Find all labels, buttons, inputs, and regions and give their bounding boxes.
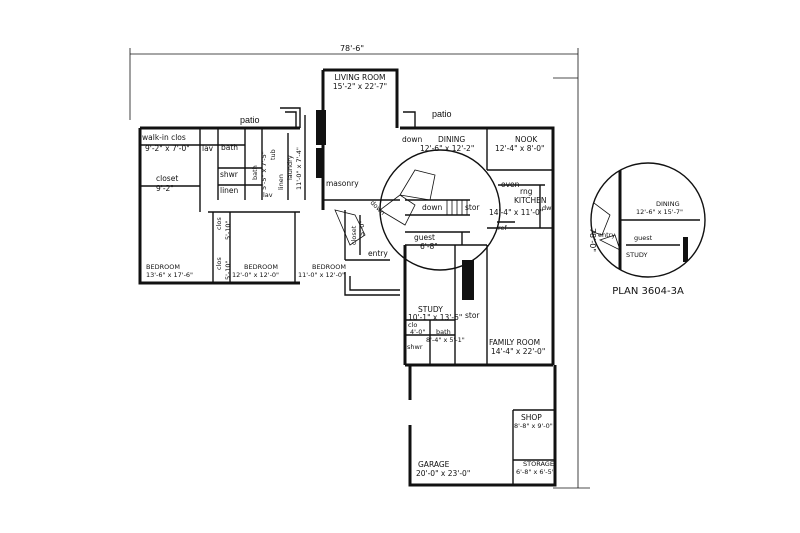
overall-depth-label: 78'-0": [588, 228, 597, 252]
nook-size: 12'-4" x 8'-0": [495, 144, 545, 153]
masonry-circle: [334, 149, 501, 271]
study-size: 10'-1" x 13'-6": [408, 313, 462, 322]
down-mid-label: down: [422, 203, 442, 212]
overall-width-label: 78'-6": [340, 44, 364, 53]
laundry-label: laundry: [286, 155, 294, 180]
bath-small-label: bath: [251, 165, 259, 180]
clo-label: clo: [408, 321, 417, 329]
linen-left-label: linen: [220, 186, 239, 195]
tub-label: tub: [269, 149, 277, 160]
inset-dining-size: 12'-6" x 15'-7": [636, 208, 683, 216]
entry-label: entry: [368, 249, 388, 258]
shop-label: SHOP: [521, 413, 542, 422]
fireplaces: [316, 110, 474, 300]
shwr-study-label: shwr: [407, 343, 423, 351]
closet-entry-label: closet: [350, 225, 358, 245]
stor-mid-label: stor: [465, 203, 480, 212]
nook-label: NOOK: [515, 135, 538, 144]
closet-master-size: 9'-2": [156, 184, 174, 193]
guest-size: 6'-8": [420, 242, 438, 251]
dw-label: dw: [542, 204, 552, 212]
lav-mid-label: lav: [263, 191, 273, 199]
dining-label: DINING: [438, 135, 465, 144]
clos-bed2-size: 5'-10": [224, 220, 232, 240]
bedroom-2-size: 12'-0" x 12'-0": [232, 271, 279, 279]
down-stair-label: down: [369, 199, 387, 217]
clo-size: 4'-0": [410, 328, 425, 336]
garage-label: GARAGE: [418, 460, 450, 469]
bath-main-label: bath: [221, 143, 238, 152]
dining-size: 12'-6" x 12'-2": [420, 144, 474, 153]
closet-master-label: closet: [156, 174, 178, 183]
guest-label: guest: [414, 233, 435, 242]
inset-entry-label: entry: [598, 231, 615, 239]
garage-size: 20'-0" x 23'-0": [416, 469, 470, 478]
patios: [280, 107, 416, 296]
laundry-size: 11'-0" x 7'-4": [295, 147, 303, 190]
dimension-lines: [129, 48, 590, 489]
family-room-size: 14'-4" x 22'-0": [491, 347, 545, 356]
ref-label: ref: [498, 224, 508, 232]
bedroom-2-label: BEDROOM: [244, 263, 278, 271]
bath-study-size: 8'-4" x 5'-1": [426, 336, 465, 344]
shwr-top-label: shwr: [220, 170, 239, 179]
walk-in-closet-size: 9'-2" x 7'-0": [145, 144, 190, 153]
clos-bed2-label: clos: [215, 217, 223, 230]
living-room-size: 15'-2" x 22'-7": [333, 82, 387, 91]
bath-study-label: bath: [436, 328, 451, 336]
closet-entry-size: 5'-0": [358, 221, 366, 236]
masonry-label: masonry: [326, 179, 359, 188]
clos-bed2b-label: clos: [215, 257, 223, 270]
exterior-walls: [138, 68, 557, 487]
stairs: [446, 200, 468, 215]
patio-right-label: patio: [432, 109, 452, 119]
storage-label: STORAGE: [523, 460, 554, 468]
patio-left-label: patio: [240, 115, 260, 125]
bedroom-1-label: BEDROOM: [146, 263, 180, 271]
rng-label: rng: [520, 187, 533, 196]
study-label: STUDY: [418, 305, 443, 314]
kitchen-label: KITCHEN: [514, 196, 547, 205]
oven-label: oven: [501, 180, 520, 189]
bath-small-size: 5'-5" x 7'-5": [260, 151, 268, 190]
inset-dining-label: DINING: [656, 200, 680, 208]
inset-study-label: STUDY: [626, 251, 648, 259]
walk-in-closet-label: walk-in clos: [142, 133, 186, 142]
clos-bed2b-size: 5'-10": [224, 260, 232, 280]
living-room-label: LIVING ROOM: [334, 73, 385, 82]
bedroom-3-size: 11'-0" x 12'-0": [298, 271, 345, 279]
kitchen-size: 14'-4" x 11'-0": [489, 208, 543, 217]
down-top-label: down: [402, 135, 422, 144]
lav-top-label: lav: [202, 144, 214, 153]
shop-size: 8'-8" x 9'-0": [514, 422, 553, 430]
inset-detail: DINING 12'-6" x 15'-7" entry guest STUDY: [590, 162, 706, 278]
bedroom-3-label: BEDROOM: [312, 263, 346, 271]
bedroom-1-size: 13'-6" x 17'-6": [146, 271, 193, 279]
family-room-label: FAMILY ROOM: [489, 338, 540, 347]
inset-guest-label: guest: [634, 234, 653, 242]
plan-label: PLAN 3604-3A: [612, 286, 684, 297]
storage-size: 6'-8" x 6'-5": [516, 468, 555, 476]
stor-study-label: stor: [465, 311, 480, 320]
linen-mid-label: linen: [277, 174, 285, 190]
